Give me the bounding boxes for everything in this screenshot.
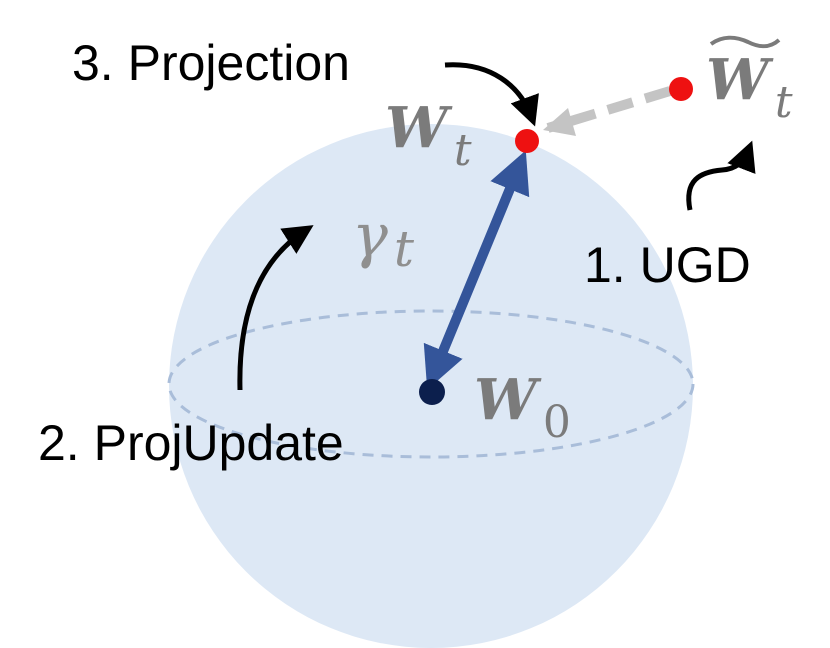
w-tilde-point: [669, 77, 693, 101]
tilde-mark: [709, 35, 781, 49]
ugd-label: 1. UGD: [584, 237, 751, 293]
w-0-point: [419, 379, 445, 405]
w-t-symbol: W: [385, 95, 448, 161]
sphere-equator: [167, 309, 695, 459]
projupdate-curved-arrow: [237, 225, 314, 391]
w-0-symbol: W: [474, 367, 537, 433]
projection-arrow-head: [543, 108, 576, 136]
ugd-curved-arrow: [686, 140, 756, 211]
w-t-subscript: t: [453, 125, 472, 176]
gamma-symbol: γ: [352, 201, 388, 271]
projection-label: 3. Projection: [72, 35, 350, 91]
w-0-subscript: 0: [542, 397, 571, 448]
projection-arrow: [546, 86, 672, 133]
w-tilde-symbol: W: [706, 47, 769, 113]
w-tilde-subscript: t: [774, 77, 793, 128]
w-t-point: [515, 129, 539, 153]
radius-arrow: [423, 150, 530, 390]
projupdate-label: 2. ProjUpdate: [38, 415, 344, 471]
projection-curved-arrow: [444, 62, 539, 127]
gamma-subscript: t: [393, 220, 414, 278]
